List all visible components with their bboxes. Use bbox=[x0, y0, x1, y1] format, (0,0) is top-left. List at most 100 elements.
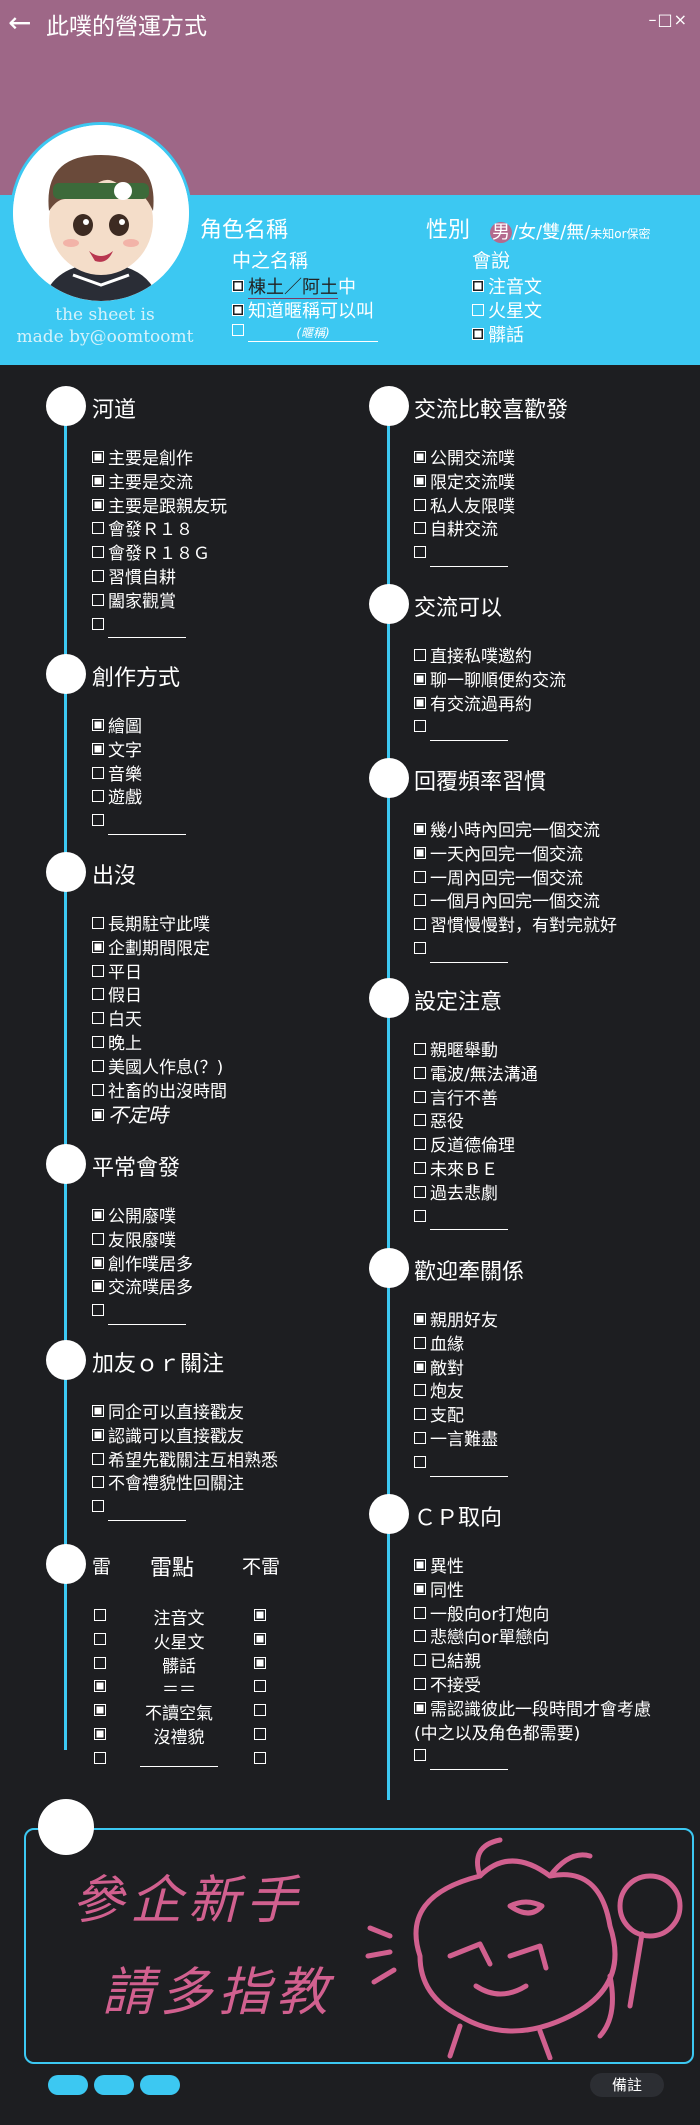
checkbox[interactable] bbox=[92, 522, 104, 535]
checkbox-item[interactable] bbox=[414, 1746, 651, 1771]
checkbox[interactable] bbox=[92, 546, 104, 559]
checkbox-item[interactable]: 同性 bbox=[414, 1580, 651, 1604]
checkbox[interactable] bbox=[92, 593, 104, 606]
checkbox-item[interactable]: 不定時 bbox=[92, 1103, 227, 1130]
checkbox[interactable] bbox=[414, 1161, 426, 1174]
checkbox-item[interactable]: 言行不善 bbox=[414, 1088, 538, 1112]
not-thunder-checkbox[interactable] bbox=[254, 1632, 266, 1645]
checkbox[interactable] bbox=[414, 720, 426, 733]
not-thunder-checkbox[interactable] bbox=[254, 1704, 266, 1717]
gender-options[interactable]: 男/女/雙/無/未知or保密 bbox=[490, 218, 651, 244]
checkbox-item[interactable]: 平日 bbox=[92, 962, 227, 986]
checkbox-item[interactable]: 異性 bbox=[414, 1556, 651, 1580]
thunder-checkbox[interactable] bbox=[94, 1609, 106, 1621]
checkbox-item[interactable] bbox=[92, 811, 186, 835]
speaks-option[interactable]: 髒話 bbox=[472, 321, 524, 347]
checkbox-item[interactable]: 直接私噗邀約 bbox=[414, 646, 566, 670]
checkbox[interactable] bbox=[92, 1012, 104, 1025]
checkbox[interactable] bbox=[92, 569, 104, 582]
checkbox-item[interactable] bbox=[92, 1301, 193, 1325]
checkbox[interactable] bbox=[414, 474, 426, 487]
not-thunder-checkbox[interactable] bbox=[254, 1680, 266, 1693]
blank-line[interactable] bbox=[140, 1751, 218, 1767]
blank-input[interactable] bbox=[430, 551, 508, 567]
checkbox-item[interactable]: 不會禮貌性回關注 bbox=[92, 1473, 278, 1497]
checkbox-item[interactable]: 闔家觀賞 bbox=[92, 591, 227, 615]
checkbox-item[interactable]: 有交流過再約 bbox=[414, 694, 566, 718]
checkbox-item[interactable]: 電波/無法溝通 bbox=[414, 1064, 538, 1088]
not-thunder-checkbox[interactable] bbox=[254, 1609, 266, 1621]
checkbox[interactable] bbox=[414, 696, 426, 709]
checkbox-item[interactable]: 一天內回完一個交流 bbox=[414, 844, 617, 868]
checkbox-item[interactable]: 過去悲劇 bbox=[414, 1183, 538, 1207]
tab-button-2[interactable] bbox=[94, 2075, 134, 2095]
checkbox[interactable] bbox=[472, 304, 484, 316]
not-thunder-checkbox[interactable] bbox=[254, 1728, 266, 1740]
checkbox[interactable] bbox=[472, 280, 484, 292]
checkbox[interactable] bbox=[414, 1043, 426, 1055]
checkbox-item[interactable]: 主要是交流 bbox=[92, 472, 227, 496]
checkbox-item[interactable]: 親暱舉動 bbox=[414, 1040, 538, 1064]
checkbox[interactable] bbox=[414, 1559, 426, 1571]
checkbox[interactable] bbox=[92, 1428, 104, 1441]
blank-input[interactable] bbox=[124, 1747, 234, 1767]
gender-male-selected[interactable]: 男 bbox=[490, 222, 512, 243]
checkbox[interactable] bbox=[472, 328, 484, 340]
checkbox-item[interactable]: 自耕交流 bbox=[414, 519, 515, 543]
blank-input[interactable] bbox=[108, 1309, 186, 1325]
checkbox[interactable] bbox=[92, 617, 104, 630]
checkbox[interactable] bbox=[414, 451, 426, 463]
checkbox[interactable] bbox=[414, 1582, 426, 1595]
checkbox[interactable] bbox=[414, 1138, 426, 1151]
checkbox[interactable] bbox=[414, 894, 426, 907]
checkbox-item[interactable]: 白天 bbox=[92, 1009, 227, 1033]
checkbox[interactable] bbox=[92, 451, 104, 463]
checkbox[interactable] bbox=[92, 1405, 104, 1417]
checkbox-item[interactable]: 悲戀向or單戀向 bbox=[414, 1627, 651, 1651]
checkbox[interactable] bbox=[232, 280, 244, 292]
blank-input[interactable] bbox=[108, 622, 186, 639]
checkbox[interactable] bbox=[232, 324, 244, 336]
checkbox[interactable] bbox=[414, 1701, 426, 1714]
checkbox-item[interactable]: 習慣慢慢對，有對完就好 bbox=[414, 915, 617, 939]
checkbox-item[interactable]: 未來ＢＥ bbox=[414, 1159, 538, 1183]
checkbox[interactable] bbox=[92, 1232, 104, 1245]
window-controls[interactable]: –□× bbox=[648, 10, 688, 29]
checkbox-item[interactable]: 主要是創作 bbox=[92, 448, 227, 472]
checkbox-item[interactable]: 音樂 bbox=[92, 764, 186, 788]
nickname-row-1[interactable]: 棟土／阿土中 bbox=[232, 273, 356, 299]
nickname-row-3[interactable]: (暱稱) bbox=[232, 321, 378, 342]
thunder-checkbox[interactable] bbox=[94, 1751, 106, 1764]
checkbox-item[interactable]: 習慣自耕 bbox=[92, 567, 227, 591]
checkbox[interactable] bbox=[92, 1280, 104, 1293]
checkbox[interactable] bbox=[414, 522, 426, 535]
checkbox-item[interactable]: 一周內回完一個交流 bbox=[414, 868, 617, 892]
checkbox-item[interactable]: 假日 bbox=[92, 985, 227, 1009]
nickname-row-2[interactable]: 知道暱稱可以叫 bbox=[232, 297, 374, 323]
checkbox[interactable] bbox=[414, 823, 426, 835]
checkbox-item[interactable]: 交流噗居多 bbox=[92, 1277, 193, 1301]
blank-input[interactable] bbox=[430, 1461, 508, 1477]
checkbox-item[interactable]: 一言難盡 bbox=[414, 1429, 508, 1453]
checkbox-item[interactable]: 已結親 bbox=[414, 1651, 651, 1675]
checkbox-item[interactable] bbox=[414, 1207, 538, 1231]
checkbox[interactable] bbox=[92, 988, 104, 1001]
checkbox[interactable] bbox=[414, 672, 426, 685]
checkbox-item[interactable]: 希望先戳關注互相熟悉 bbox=[92, 1450, 278, 1474]
checkbox-item[interactable]: 敵對 bbox=[414, 1358, 508, 1382]
not-thunder-checkbox[interactable] bbox=[254, 1751, 266, 1764]
checkbox[interactable] bbox=[92, 790, 104, 803]
checkbox[interactable] bbox=[92, 1256, 104, 1269]
checkbox[interactable] bbox=[92, 1452, 104, 1465]
tab-button-3[interactable] bbox=[140, 2075, 180, 2095]
checkbox[interactable] bbox=[414, 1336, 426, 1349]
checkbox-item[interactable]: 反道德倫理 bbox=[414, 1135, 538, 1159]
speaks-option[interactable]: 注音文 bbox=[472, 273, 542, 299]
checkbox-item[interactable]: 一個月內回完一個交流 bbox=[414, 891, 617, 915]
blank-input[interactable] bbox=[430, 1754, 508, 1771]
checkbox[interactable] bbox=[92, 964, 104, 977]
checkbox-item[interactable]: 支配 bbox=[414, 1405, 508, 1429]
checkbox-item[interactable] bbox=[92, 1497, 278, 1521]
checkbox[interactable] bbox=[414, 1455, 426, 1468]
checkbox[interactable] bbox=[92, 742, 104, 755]
